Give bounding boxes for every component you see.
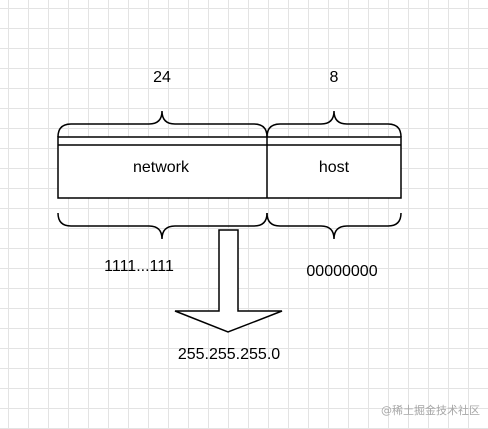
watermark: @稀土掘金技术社区 [381, 404, 480, 417]
host-bits-label: 8 [329, 69, 339, 86]
address-box [57, 136, 402, 199]
down-arrow [174, 229, 283, 333]
network-label: network [132, 159, 190, 176]
network-top-brace [57, 110, 268, 138]
host-label: host [318, 159, 350, 176]
network-binary-label: 1111...111 [104, 258, 174, 275]
host-top-brace [266, 110, 402, 138]
network-bottom-brace [57, 212, 268, 240]
host-bottom-brace [266, 212, 402, 240]
subnet-mask-label: 255.255.255.0 [177, 346, 281, 363]
network-bits-label: 24 [153, 69, 171, 86]
host-binary-label: 00000000 [306, 263, 378, 280]
